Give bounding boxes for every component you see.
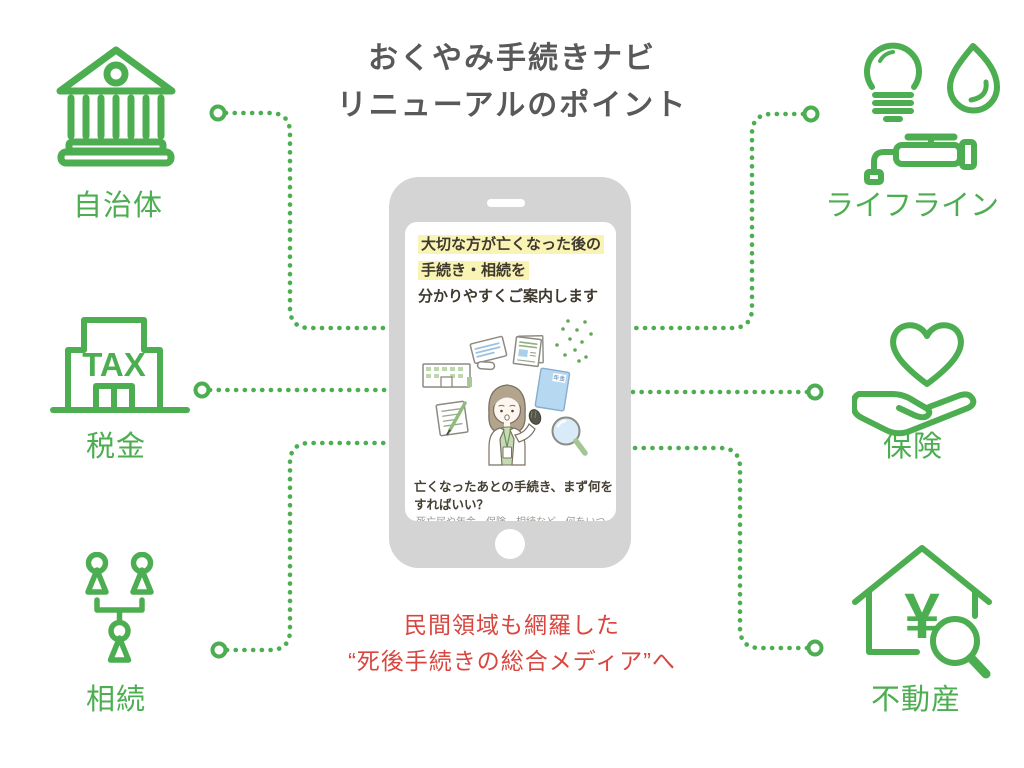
hand-icon bbox=[852, 391, 977, 437]
headline-line-2: 手続き・相続を bbox=[418, 261, 530, 280]
ring-insurance bbox=[806, 383, 824, 401]
label-inheritance: 相続 bbox=[85, 684, 146, 716]
app-headline: 大切な方が亡くなった後の 手続き・相続を 分かりやすくご案内します bbox=[418, 232, 605, 310]
phone-screen: 大切な方が亡くなった後の 手続き・相続を 分かりやすくご案内します bbox=[405, 222, 616, 521]
tax-sign-text: TAX bbox=[82, 346, 146, 383]
bulb-flame-faucet-icon bbox=[864, 42, 1000, 185]
ring-municipality bbox=[209, 104, 227, 122]
headline-line-1: 大切な方が亡くなった後の bbox=[418, 235, 605, 254]
question-line-2: すればいい？ bbox=[414, 498, 490, 512]
label-lifeline: ライフライン bbox=[824, 190, 999, 222]
lightbulb-icon bbox=[864, 42, 922, 90]
guide-woman bbox=[488, 384, 542, 466]
house-walls bbox=[866, 589, 978, 655]
connector-lifeline bbox=[628, 111, 806, 331]
headline-line-3: 分かりやすくご案内します bbox=[418, 288, 599, 305]
magnifier-icon bbox=[930, 616, 991, 679]
flame-icon bbox=[947, 43, 1000, 114]
label-insurance: 保険 bbox=[882, 431, 943, 463]
phone-speaker bbox=[487, 199, 525, 207]
tax-office-icon: TAX bbox=[50, 317, 190, 413]
government-building-icon bbox=[56, 46, 176, 167]
ring-tax bbox=[193, 381, 211, 399]
label-municipality: 自治体 bbox=[72, 190, 163, 222]
footer-line-1: 民間領域も網羅した bbox=[404, 612, 620, 638]
pension-book-label: 年金 bbox=[553, 373, 566, 383]
pension-book-icon: 年金 bbox=[534, 367, 571, 412]
label-tax: 税金 bbox=[85, 431, 146, 463]
ring-lifeline bbox=[802, 105, 820, 123]
ring-real-estate bbox=[806, 639, 824, 657]
ring-inheritance bbox=[210, 641, 228, 659]
family-tree-icon bbox=[85, 552, 154, 663]
house-roof bbox=[852, 545, 992, 605]
illustration-magnifier-icon bbox=[551, 416, 588, 456]
screen-preview-text: 死亡届や年金、保険、相続など、何をいつ bbox=[416, 513, 606, 521]
phone-home-button bbox=[495, 529, 525, 559]
page-title-line-1: おくやみ手続きナビ bbox=[368, 42, 656, 75]
document-icon bbox=[512, 335, 544, 368]
guide-illustration: 年金 bbox=[422, 319, 593, 466]
connector-municipality bbox=[223, 110, 393, 331]
label-real-estate: 不動産 bbox=[870, 684, 961, 716]
house-yen-magnifier-icon: ¥ bbox=[852, 545, 992, 679]
connector-inheritance bbox=[224, 440, 393, 653]
paper-pen-icon bbox=[435, 400, 469, 437]
postcard-icon bbox=[469, 335, 508, 371]
question-line-1: 亡くなったあとの手続き、まず何を bbox=[414, 480, 614, 494]
heart-in-hand-icon bbox=[852, 322, 977, 437]
heart-icon bbox=[890, 322, 964, 387]
office-building-icon bbox=[422, 363, 472, 388]
screen-question: 亡くなったあとの手続き、まず何を すればいい？ bbox=[414, 478, 613, 514]
page-title-line-2: リニューアルのポイント bbox=[336, 89, 688, 122]
confetti-dots bbox=[555, 319, 593, 363]
yen-symbol: ¥ bbox=[904, 580, 940, 652]
footer-line-2: “死後手続きの総合メディア”へ bbox=[348, 648, 676, 674]
faucet-icon bbox=[864, 133, 977, 185]
